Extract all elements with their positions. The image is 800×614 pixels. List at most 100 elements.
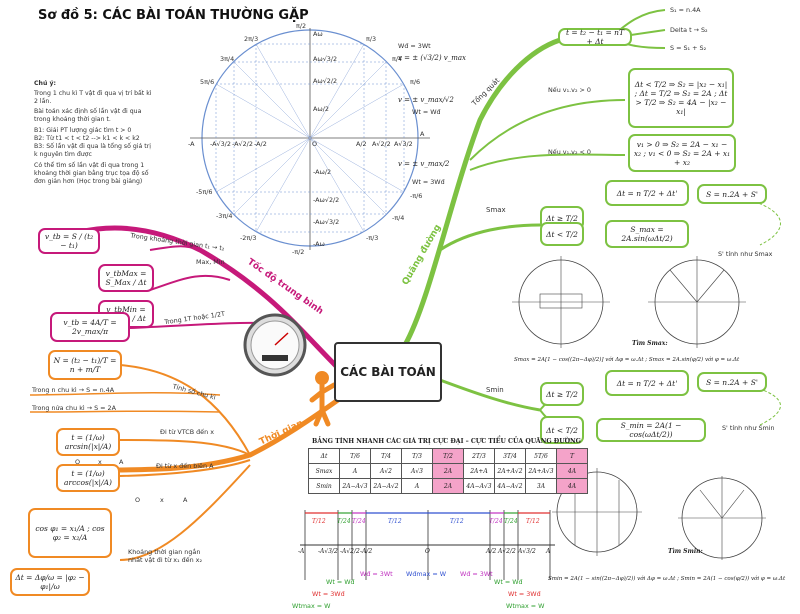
branch-speed-line xyxy=(79,225,342,372)
table-cell: 5T/6 xyxy=(525,448,557,464)
time-formula-box: Δt = Δφ/ω = |φ₂ − φ₁|/ω xyxy=(10,568,90,596)
smax-label: Smax xyxy=(486,206,506,214)
table-cell: T/6 xyxy=(339,448,371,464)
smin-formula-box: S = n.2A + S' xyxy=(697,372,767,392)
axis-point: A xyxy=(183,496,188,504)
table-cell: 2A xyxy=(432,478,464,494)
table-cell: 2A+A xyxy=(463,463,495,479)
time-formula-box: t = (1/ω) arcsin(|x|/A) xyxy=(56,428,120,456)
energy-label: Wt = 3Wđ xyxy=(412,178,445,186)
branch-general-sub xyxy=(469,153,626,171)
table-row: Smax A A√2 A√3 2A 2A+A 2A+A√2 2A+A√3 4A xyxy=(308,463,588,479)
timeline-axis-label: O xyxy=(425,548,430,555)
smin-find-caption: Tìm Smin: xyxy=(668,548,703,555)
energy-label: Wtmax = W xyxy=(506,602,545,610)
circle-axis-label: -A/2 xyxy=(254,140,267,148)
smax-note: S' tính như Smax xyxy=(718,250,773,258)
energy-label: Wt = Wđ xyxy=(494,578,523,586)
circle-label: -3π/4 xyxy=(216,212,233,220)
time-label: Đi từ x đến biên A xyxy=(156,462,214,470)
table-cell: 4A xyxy=(556,478,588,494)
time-label: Khoảng thời gian ngắn nhất vật đi từ x₁ … xyxy=(128,548,203,564)
circle-label: -π/4 xyxy=(392,214,405,222)
circle-label: 5π/6 xyxy=(200,78,215,86)
smin-label: Smin xyxy=(486,386,504,394)
timeline-axis-label: -A√2/2 xyxy=(340,548,360,555)
table-cell: 2A−A√3 xyxy=(339,478,371,494)
table-cell: Smin xyxy=(308,478,340,494)
branch-smax xyxy=(439,223,541,252)
timeline-axis-label: A√2/2 xyxy=(498,548,516,555)
circle-label: π/3 xyxy=(366,35,377,43)
branch-general-sub xyxy=(469,99,626,161)
table-cell: Δt xyxy=(308,448,340,464)
branch-speed-sub xyxy=(149,245,201,251)
smin-circle-b xyxy=(678,476,766,560)
circle-label: -2π/3 xyxy=(240,234,257,242)
speed-formula-box: v_tb = S / (t₂ − t₁) xyxy=(38,228,100,254)
energy-label: Wt = 3Wđ xyxy=(508,590,541,598)
timeline-axis-label: A/2 xyxy=(486,548,497,555)
energy-label: Wt = 3Wđ xyxy=(312,590,345,598)
circle-label: -π/3 xyxy=(366,234,379,242)
energy-label: Wđ = 3Wt xyxy=(398,42,431,50)
circle-axis-label: O xyxy=(312,140,318,148)
circle-y-label: Aω√3/2 xyxy=(313,55,338,63)
table-cell: 4A−A√3 xyxy=(463,478,495,494)
circle-axis-label: A√3/2 xyxy=(394,140,413,148)
general-label: Nếu v₁.v₂ > 0 xyxy=(548,86,591,94)
note-line: Bài toán xác định số lần vật đi qua tron… xyxy=(34,108,142,123)
speed-formula: v = ± v_max/2 xyxy=(398,160,450,168)
smin-formula-box: Δt < T/2 xyxy=(540,416,584,444)
note-line: B1: Giải PT lượng giác tìm t > 0 xyxy=(34,127,132,134)
table-cell: 2A+A√2 xyxy=(494,463,526,479)
table-cell: A xyxy=(401,478,433,494)
smax-formula-box: S = n.2A + S' xyxy=(697,184,767,204)
table-cell: 4A−A√2 xyxy=(494,478,526,494)
stopwatch-icon xyxy=(243,313,307,377)
energy-label: Wđ = 3Wt xyxy=(460,570,493,578)
time-formula-box: cos φ₁ = x₁/A ; cos φ₂ = x₂/A xyxy=(28,508,112,558)
table-cell: T/4 xyxy=(370,448,402,464)
branch-smin xyxy=(439,378,541,412)
quick-table: Δt T/6 T/4 T/3 T/2 2T/3 3T/4 5T/6 T Smax… xyxy=(308,448,588,494)
branch-time-sub xyxy=(119,439,251,456)
table-cell: 3A xyxy=(525,478,557,494)
table-cell: 2A−A√2 xyxy=(370,478,402,494)
circle-y-label: -Aω/2 xyxy=(313,168,332,176)
energy-label: Wđ = 3Wt xyxy=(360,570,393,578)
smin-formula-box: S_min = 2A(1 − cos(ωΔt/2)) xyxy=(596,418,706,442)
circle-label: 2π/3 xyxy=(244,35,259,43)
table-row: Smin 2A−A√3 2A−A√2 A 2A 4A−A√3 4A−A√2 3A… xyxy=(308,478,588,494)
general-label: Nếu v₁.v₂ < 0 xyxy=(548,148,591,156)
note-line: Trong 1 chu kì T vật đi qua vị trí bất k… xyxy=(34,90,152,105)
note-line: B3: Số lần vật đi qua là tổng số giá trị… xyxy=(34,143,151,158)
branch-time-sub xyxy=(29,392,221,396)
smin-circle-a xyxy=(552,468,642,556)
timeline-label: T/12 xyxy=(526,518,540,525)
timeline-label: T/24 xyxy=(352,518,366,525)
table-cell: T/3 xyxy=(401,448,433,464)
circle-y-label: -Aω√3/2 xyxy=(313,218,340,226)
circle-y-label: -Aω√2/2 xyxy=(313,196,340,204)
speed-formula: v = ± (√3/2) v_max xyxy=(398,54,466,62)
table-row: Δt T/6 T/4 T/3 T/2 2T/3 3T/4 5T/6 T xyxy=(308,448,588,464)
axis-point: x xyxy=(98,458,102,466)
energy-label: Wđmax = W xyxy=(406,570,447,578)
timeline-label: T/24 xyxy=(489,518,503,525)
circle-label: -5π/6 xyxy=(196,188,213,196)
speed-label: Max, Min xyxy=(196,258,225,266)
energy-label: Wt = Wđ xyxy=(326,578,355,586)
center-node[interactable]: CÁC BÀI TOÁN xyxy=(334,342,442,402)
timeline-axis-label: A xyxy=(546,548,551,555)
smin-note: S' tính như Smin xyxy=(722,424,775,432)
timeline-axis-label: -A√3/2 xyxy=(318,548,338,555)
axis-point: O xyxy=(75,458,81,466)
table-cell: 2A xyxy=(432,463,464,479)
general-formula-box: v₁ > 0 ⇒ S₂ = 2A − x₁ − x₂ ; v₁ < 0 ⇒ S₂… xyxy=(628,134,736,172)
trig-circle xyxy=(190,28,430,250)
circle-label: 3π/4 xyxy=(220,55,235,63)
circle-axis-label: A/2 xyxy=(356,140,367,148)
note-heading: Chú ý: xyxy=(34,80,57,87)
timeline-label: T/12 xyxy=(450,518,464,525)
